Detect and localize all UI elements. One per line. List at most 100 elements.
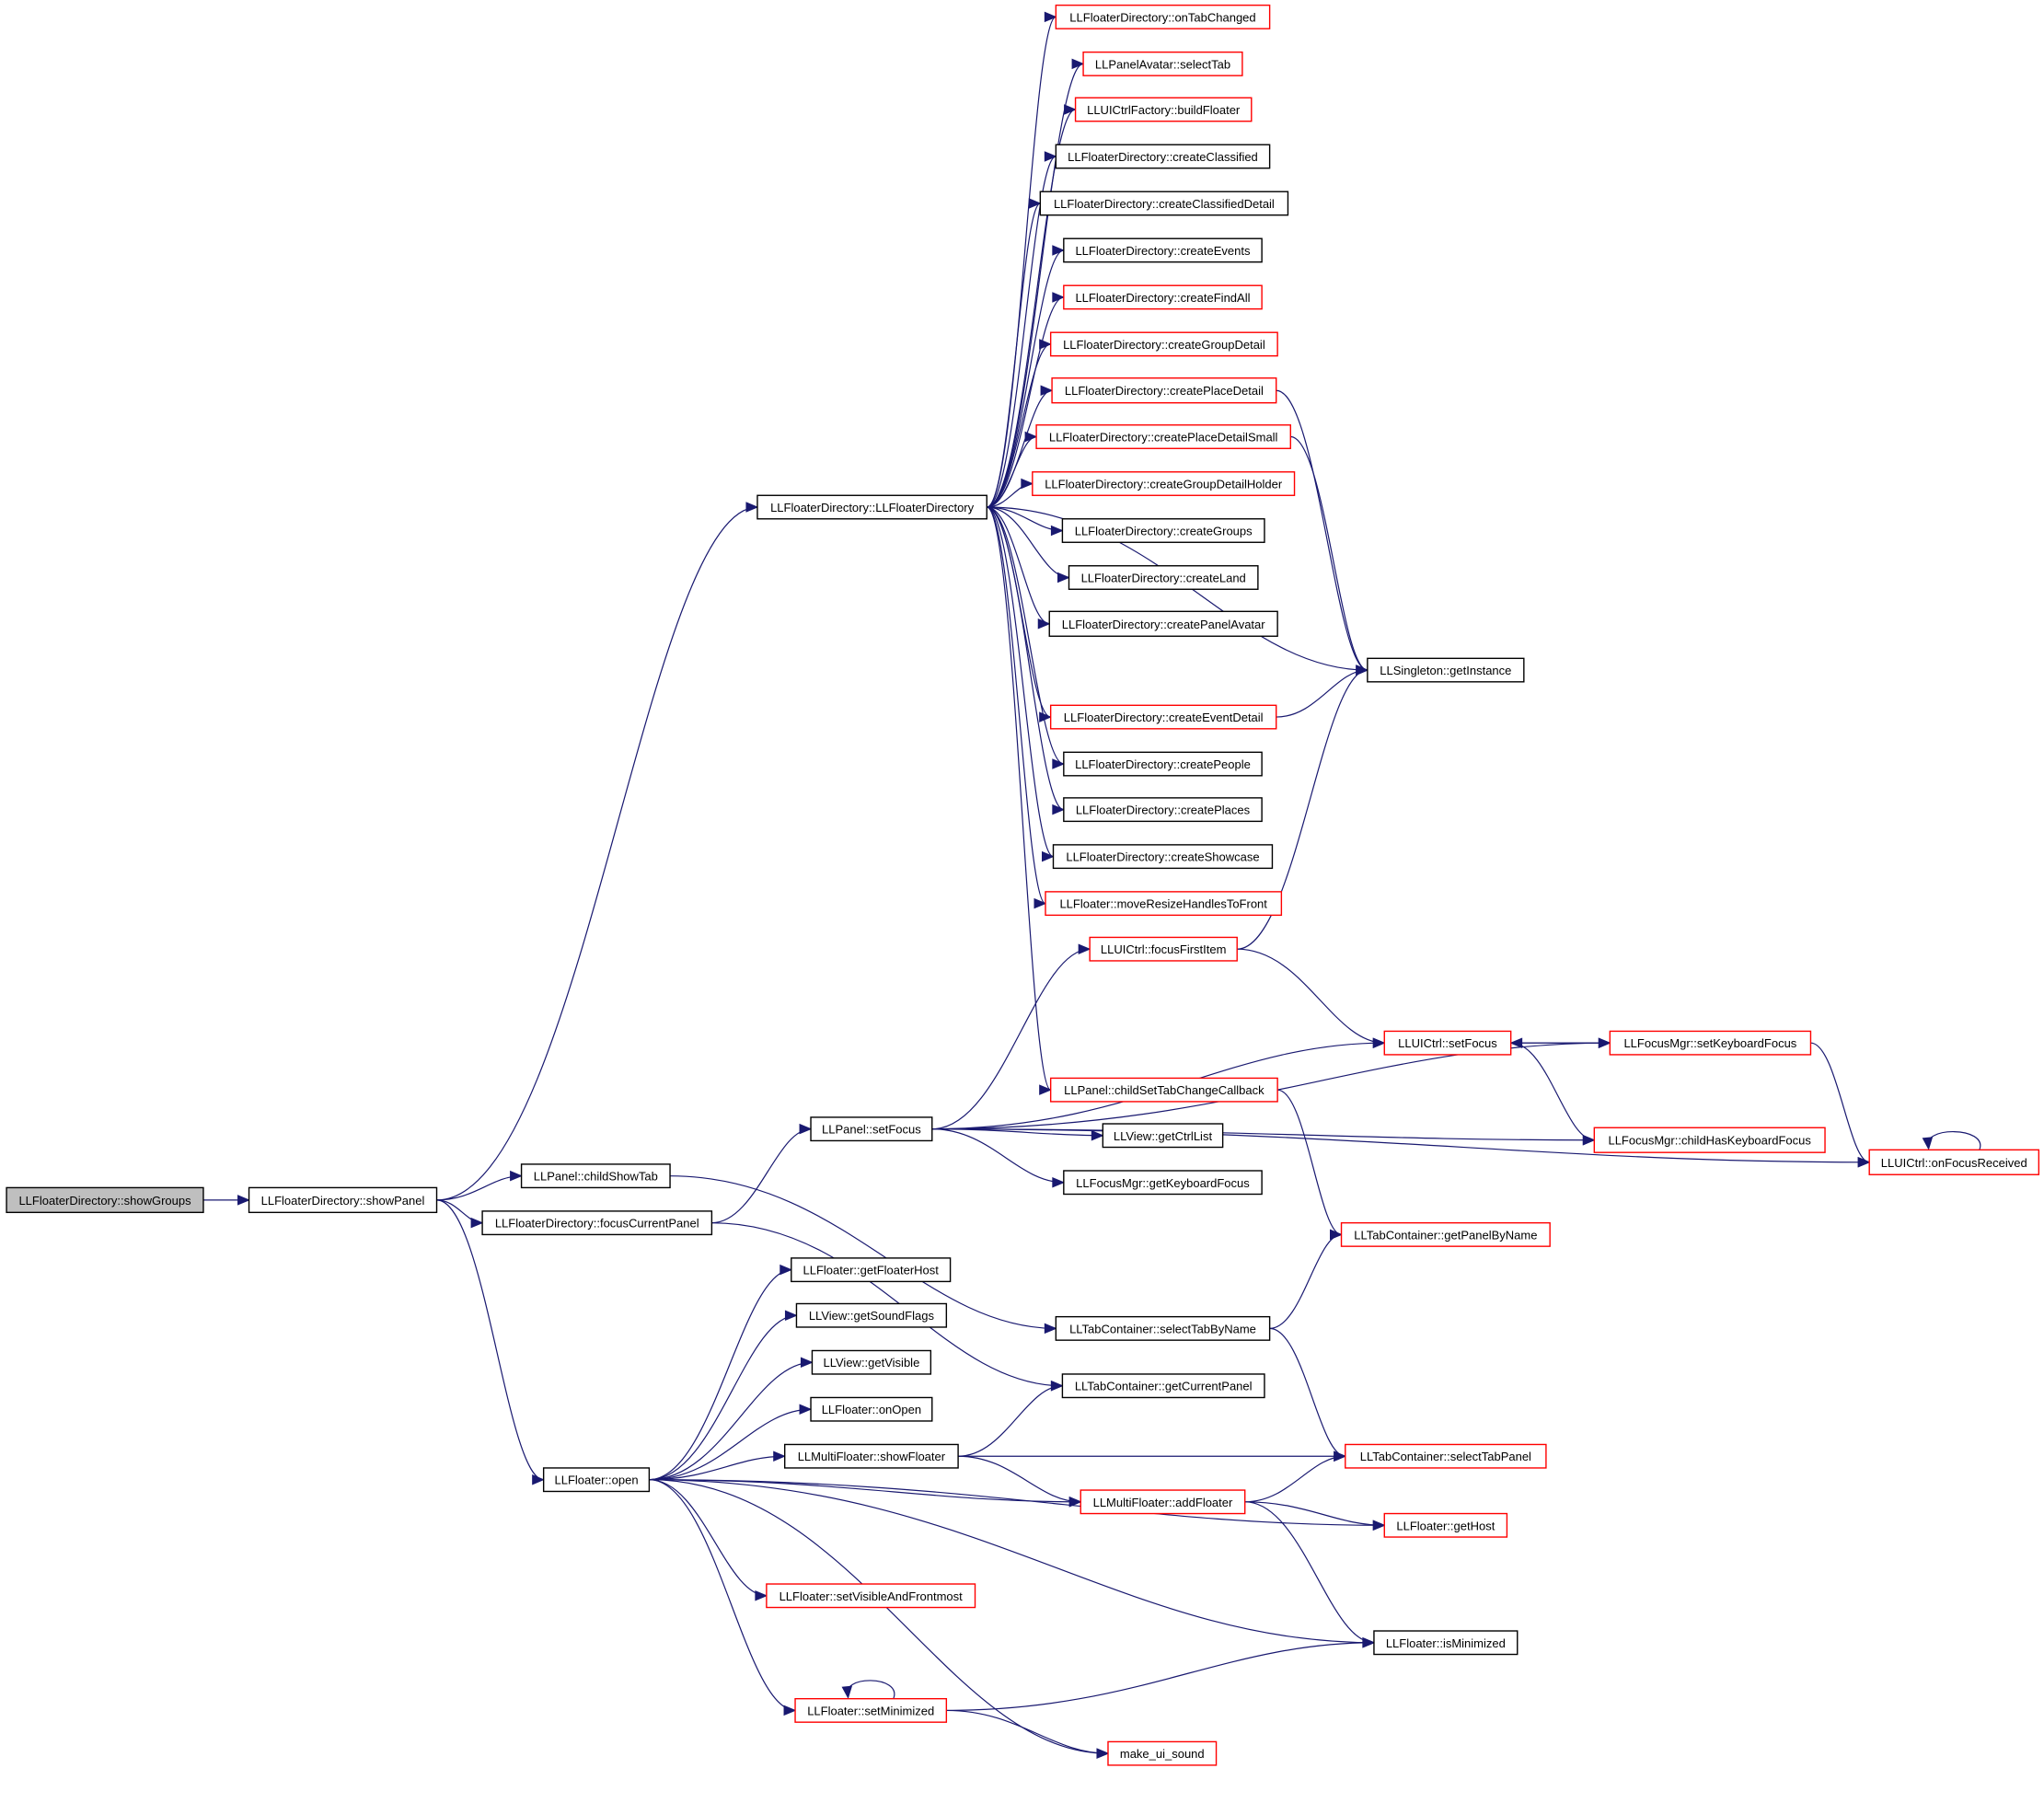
node-uiSetFocus[interactable]: LLUICtrl::setFocus <box>1383 1030 1512 1056</box>
node-createGroupDetail[interactable]: LLFloaterDirectory::createGroupDetail <box>1049 331 1278 357</box>
node-box[interactable] <box>1593 1127 1826 1153</box>
node-childHasKeyboardFocus[interactable]: LLFocusMgr::childHasKeyboardFocus <box>1593 1127 1826 1153</box>
node-panelSetFocus[interactable]: LLPanel::setFocus <box>810 1116 933 1142</box>
node-getCurrentPanel[interactable]: LLTabContainer::getCurrentPanel <box>1061 1373 1265 1399</box>
node-box[interactable] <box>1048 610 1278 637</box>
node-addFloater[interactable]: LLMultiFloater::addFloater <box>1080 1489 1246 1515</box>
node-box[interactable] <box>1102 1123 1224 1149</box>
node-getSoundFlags[interactable]: LLView::getSoundFlags <box>795 1302 948 1328</box>
node-box[interactable] <box>1063 284 1263 310</box>
node-box[interactable] <box>1089 936 1238 962</box>
node-box[interactable] <box>1345 1443 1547 1469</box>
node-box[interactable] <box>794 1697 948 1723</box>
node-box[interactable] <box>6 1186 204 1214</box>
node-getKeyboardFocus[interactable]: LLFocusMgr::getKeyboardFocus <box>1063 1170 1263 1196</box>
node-box[interactable] <box>1055 4 1271 29</box>
node-box[interactable] <box>810 1116 933 1142</box>
node-box[interactable] <box>248 1186 438 1214</box>
node-selectTab[interactable]: LLPanelAvatar::selectTab <box>1082 51 1243 76</box>
node-box[interactable] <box>811 1349 932 1375</box>
node-childSetTabChangeCallback[interactable]: LLPanel::childSetTabChangeCallback <box>1049 1077 1278 1103</box>
node-box[interactable] <box>1039 191 1289 216</box>
node-box[interactable] <box>1063 751 1263 777</box>
node-createShowcase[interactable]: LLFloaterDirectory::createShowcase <box>1052 844 1274 870</box>
node-getPanelByName[interactable]: LLTabContainer::getPanelByName <box>1340 1221 1551 1247</box>
node-box[interactable] <box>542 1467 651 1493</box>
node-box[interactable] <box>1063 237 1263 263</box>
node-createClassifiedDetail[interactable]: LLFloaterDirectory::createClassifiedDeta… <box>1039 191 1289 216</box>
node-box[interactable] <box>795 1302 948 1328</box>
node-childShowTab[interactable]: LLPanel::childShowTab <box>520 1163 671 1189</box>
node-createLand[interactable]: LLFloaterDirectory::createLand <box>1068 565 1259 590</box>
node-box[interactable] <box>1055 144 1271 169</box>
node-box[interactable] <box>756 494 987 520</box>
node-box[interactable] <box>810 1396 933 1422</box>
node-showPanel[interactable]: LLFloaterDirectory::showPanel <box>248 1186 438 1214</box>
node-createEventDetail[interactable]: LLFloaterDirectory::createEventDetail <box>1049 704 1277 730</box>
node-showFloater[interactable]: LLMultiFloater::showFloater <box>784 1443 959 1469</box>
node-box[interactable] <box>520 1163 671 1189</box>
node-box[interactable] <box>1045 891 1283 917</box>
node-onFocusReceived[interactable]: LLUICtrl::onFocusReceived <box>1868 1149 2040 1175</box>
node-open[interactable]: LLFloater::open <box>542 1467 651 1493</box>
node-createGroups[interactable]: LLFloaterDirectory::createGroups <box>1061 518 1265 543</box>
node-moveResize[interactable]: LLFloater::moveResizeHandlesToFront <box>1045 891 1283 917</box>
node-showGroups[interactable]: LLFloaterDirectory::showGroups <box>6 1186 204 1214</box>
node-box[interactable] <box>1061 518 1265 543</box>
node-box[interactable] <box>1074 97 1253 122</box>
node-box[interactable] <box>1032 471 1296 496</box>
node-box[interactable] <box>1080 1489 1246 1515</box>
node-box[interactable] <box>1049 1077 1278 1103</box>
node-setKeyboardFocus[interactable]: LLFocusMgr::setKeyboardFocus <box>1609 1030 1812 1056</box>
node-box[interactable] <box>1035 424 1291 449</box>
node-isMinimized[interactable]: LLFloater::isMinimized <box>1373 1630 1519 1656</box>
node-box[interactable] <box>1055 1315 1271 1341</box>
node-box[interactable] <box>1082 51 1243 76</box>
node-box[interactable] <box>1107 1740 1218 1766</box>
node-box[interactable] <box>1061 1373 1265 1399</box>
node-box[interactable] <box>481 1210 713 1236</box>
node-box[interactable] <box>1051 377 1277 404</box>
node-selectTabPanel[interactable]: LLTabContainer::selectTabPanel <box>1345 1443 1547 1469</box>
node-box[interactable] <box>766 1583 976 1609</box>
node-onOpen[interactable]: LLFloater::onOpen <box>810 1396 933 1422</box>
node-box[interactable] <box>1367 657 1525 683</box>
node-box[interactable] <box>1068 565 1259 590</box>
node-onTabChanged[interactable]: LLFloaterDirectory::onTabChanged <box>1055 4 1271 29</box>
node-ctor[interactable]: LLFloaterDirectory::LLFloaterDirectory <box>756 494 987 520</box>
node-getInstance[interactable]: LLSingleton::getInstance <box>1367 657 1525 683</box>
node-box[interactable] <box>1340 1221 1551 1247</box>
node-box[interactable] <box>784 1443 959 1469</box>
node-getHost[interactable]: LLFloater::getHost <box>1383 1512 1508 1538</box>
node-setMinimized[interactable]: LLFloater::setMinimized <box>794 1697 948 1723</box>
node-makeUiSound[interactable]: make_ui_sound <box>1107 1740 1218 1766</box>
node-buildFloater[interactable]: LLUICtrlFactory::buildFloater <box>1074 97 1253 122</box>
node-setVisibleAndFrontmost[interactable]: LLFloater::setVisibleAndFrontmost <box>766 1583 976 1609</box>
node-box[interactable] <box>1383 1512 1508 1538</box>
node-focusCurrentPanel[interactable]: LLFloaterDirectory::focusCurrentPanel <box>481 1210 713 1236</box>
node-box[interactable] <box>1609 1030 1812 1056</box>
node-selectTabByName[interactable]: LLTabContainer::selectTabByName <box>1055 1315 1271 1341</box>
node-box[interactable] <box>1373 1630 1519 1656</box>
node-createClassified[interactable]: LLFloaterDirectory::createClassified <box>1055 144 1271 169</box>
node-box[interactable] <box>1063 1170 1263 1196</box>
node-box[interactable] <box>791 1257 952 1283</box>
node-createEvents[interactable]: LLFloaterDirectory::createEvents <box>1063 237 1263 263</box>
node-box[interactable] <box>1383 1030 1512 1056</box>
node-focusFirstItem[interactable]: LLUICtrl::focusFirstItem <box>1089 936 1238 962</box>
node-box[interactable] <box>1049 704 1277 730</box>
node-createPlaceDetailSmall[interactable]: LLFloaterDirectory::createPlaceDetailSma… <box>1035 424 1291 449</box>
node-createFindAll[interactable]: LLFloaterDirectory::createFindAll <box>1063 284 1263 310</box>
node-box[interactable] <box>1063 797 1263 823</box>
node-createPanelAvatar[interactable]: LLFloaterDirectory::createPanelAvatar <box>1048 610 1278 637</box>
node-getFloaterHost[interactable]: LLFloater::getFloaterHost <box>791 1257 952 1283</box>
node-createPlaceDetail[interactable]: LLFloaterDirectory::createPlaceDetail <box>1051 377 1277 404</box>
node-getCtrlList[interactable]: LLView::getCtrlList <box>1102 1123 1224 1149</box>
node-createPeople[interactable]: LLFloaterDirectory::createPeople <box>1063 751 1263 777</box>
node-getVisible[interactable]: LLView::getVisible <box>811 1349 932 1375</box>
node-box[interactable] <box>1052 844 1274 870</box>
node-box[interactable] <box>1049 331 1278 357</box>
node-createPlaces[interactable]: LLFloaterDirectory::createPlaces <box>1063 797 1263 823</box>
node-box[interactable] <box>1868 1149 2040 1175</box>
node-createGroupDetailHolder[interactable]: LLFloaterDirectory::createGroupDetailHol… <box>1032 471 1296 496</box>
